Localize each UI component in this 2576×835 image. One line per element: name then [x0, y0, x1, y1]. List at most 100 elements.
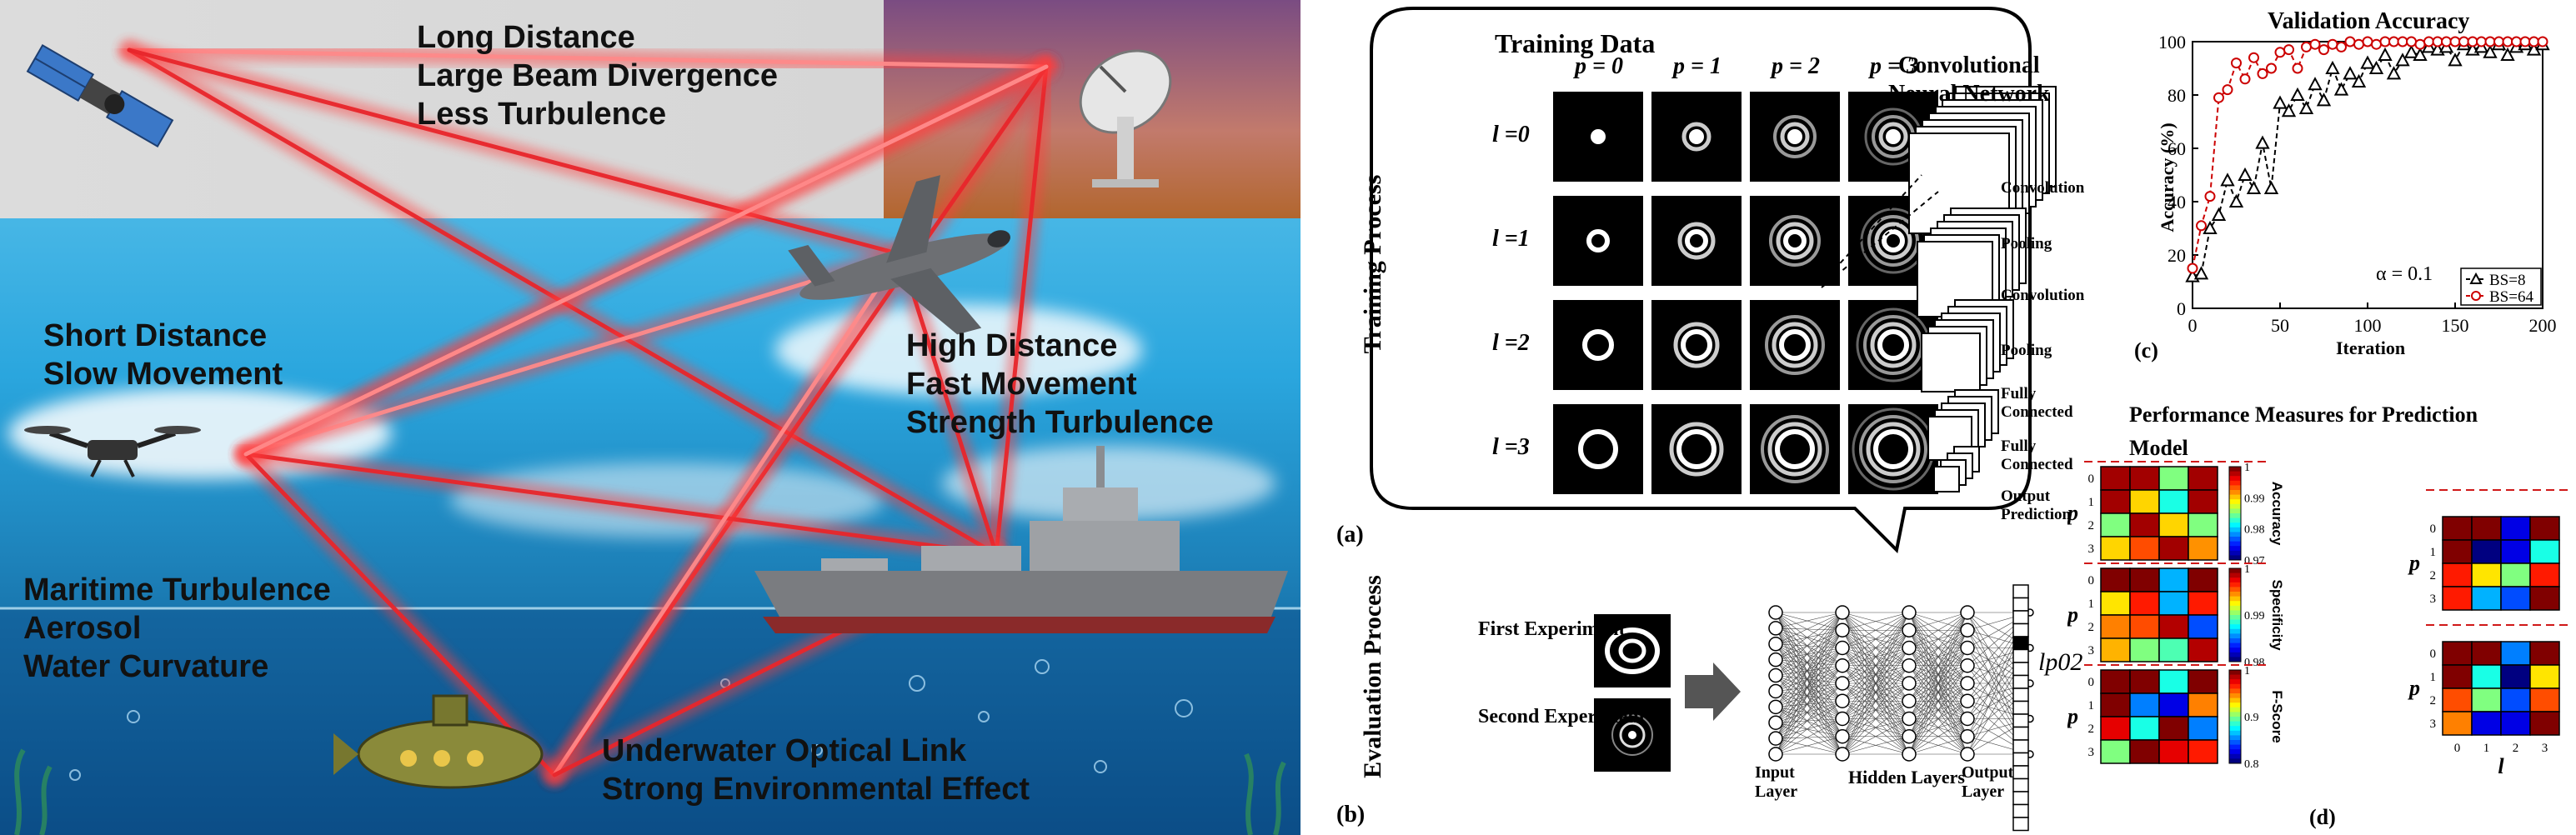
panel-b-label: (b)	[1336, 802, 1366, 828]
cnn-layer-label: Fully Connected	[2001, 438, 2073, 473]
colorbar-segment	[2229, 749, 2241, 755]
data-point	[2502, 36, 2513, 48]
heatmap-cell	[2129, 614, 2160, 639]
l-label: l =3	[1492, 434, 1530, 460]
colorbar-segment	[2229, 555, 2241, 561]
heatmap-cell	[2442, 539, 2473, 564]
colorbar-segment	[2229, 758, 2241, 764]
data-point	[2318, 44, 2329, 56]
colorbar-segment	[2229, 476, 2241, 482]
data-point	[2238, 167, 2253, 181]
y-tick-label: 80	[2168, 85, 2186, 106]
data-point	[2292, 62, 2303, 74]
heatmap-row-label: 0	[2088, 574, 2095, 588]
legend-entry: BS=8	[2489, 272, 2525, 289]
colorbar-segment	[2229, 657, 2241, 662]
heatmap-cell	[2188, 536, 2218, 561]
colorbar-segment	[2229, 485, 2241, 491]
data-point	[2371, 38, 2382, 50]
data-point	[2220, 172, 2235, 187]
heatmap-row-label: 2	[2088, 722, 2095, 736]
y-tick-label: 20	[2168, 245, 2186, 266]
data-point	[2211, 207, 2227, 221]
heatmap-col-label: 0	[2454, 742, 2461, 755]
data-point	[2239, 73, 2251, 85]
data-point	[2273, 95, 2288, 109]
lg-mode-image	[1553, 196, 1643, 286]
heatmap-col-label: 2	[2513, 742, 2519, 755]
data-point	[2301, 41, 2312, 52]
heatmap-cell	[2158, 591, 2189, 616]
heatmap-cell	[2529, 562, 2560, 588]
x-tick-label: 200	[2529, 315, 2557, 336]
heatmap-cell	[2471, 586, 2502, 611]
colorbar-segment	[2229, 638, 2241, 644]
data-point	[2351, 73, 2367, 88]
data-point	[2204, 191, 2216, 202]
lg-mode-image	[1750, 300, 1840, 390]
l-label: l =2	[1492, 330, 1530, 356]
colorbar-segment	[2229, 744, 2241, 750]
colorbar-segment	[2229, 550, 2241, 556]
heatmap-cell	[2100, 716, 2131, 741]
heatmap-row-label: 0	[2430, 522, 2437, 536]
data-point	[2343, 66, 2358, 80]
heatmap-cell	[2188, 614, 2218, 639]
data-point	[2483, 44, 2498, 58]
cnn-layer-label: Convolution	[2001, 179, 2085, 197]
fso-scenario-illustration: Long Distance Large Beam Divergence Less…	[0, 0, 1301, 835]
data-point	[2397, 36, 2408, 48]
heatmap-cell	[2129, 536, 2160, 561]
colorbar	[2228, 466, 2242, 561]
lg-mode-image	[1848, 404, 1938, 494]
heatmap-cell	[2188, 739, 2218, 764]
arrow-icon	[1685, 662, 1741, 721]
data-point	[2231, 58, 2242, 69]
heatmap-cell	[2158, 669, 2189, 694]
colorbar-segment	[2229, 670, 2241, 676]
colorbar-segment	[2229, 717, 2241, 722]
legend-marker	[2471, 291, 2481, 301]
heatmap-col-label: 3	[2542, 742, 2548, 755]
heatmap-cell	[2188, 669, 2218, 694]
heatmap-metric-label: Specificity	[2269, 579, 2285, 651]
l-label: l =1	[1492, 226, 1530, 252]
laser-beam	[127, 48, 903, 257]
chart-title: Validation Accuracy	[2268, 8, 2470, 34]
chart-xlabel: Iteration	[2336, 338, 2406, 358]
laser-beam	[243, 452, 999, 557]
heatmap-cell	[2471, 711, 2502, 736]
heatmap-cell	[2188, 692, 2218, 718]
heatmap-cell	[2442, 664, 2473, 689]
data-point	[2316, 92, 2332, 107]
heatmap-row-label: 3	[2088, 644, 2095, 658]
colorbar-segment	[2229, 541, 2241, 547]
legend-entry: BS=64	[2489, 288, 2533, 306]
laser-beam	[552, 252, 903, 778]
laser-beam	[127, 48, 1049, 69]
heatmap-cell	[2100, 692, 2131, 718]
data-point	[2298, 100, 2314, 114]
heatmap-row-label: 1	[2430, 546, 2437, 559]
cnn-layer-label: Pooling	[2001, 235, 2052, 252]
l-label: l =0	[1492, 122, 1530, 148]
colorbar-segment	[2229, 490, 2241, 496]
data-point	[2353, 38, 2364, 50]
data-point	[2222, 84, 2233, 96]
data-point	[2406, 36, 2417, 48]
heatmap-ylabel: p	[2408, 551, 2420, 575]
colorbar-segment	[2229, 503, 2241, 509]
heatmap-cell	[2529, 539, 2560, 564]
heatmap-cell	[2442, 516, 2473, 541]
heatmap-cell	[2442, 586, 2473, 611]
heatmap-ylabel: p	[2067, 602, 2078, 627]
heatmap-cell	[2471, 539, 2502, 564]
chart-annotation: α = 0.1	[2376, 263, 2433, 285]
heatmap-cell	[2188, 568, 2218, 592]
colorbar-segment	[2229, 527, 2241, 532]
heatmap-row-label: 0	[2088, 472, 2095, 486]
colorbar-segment	[2229, 693, 2241, 699]
submarine-icon	[333, 694, 544, 789]
